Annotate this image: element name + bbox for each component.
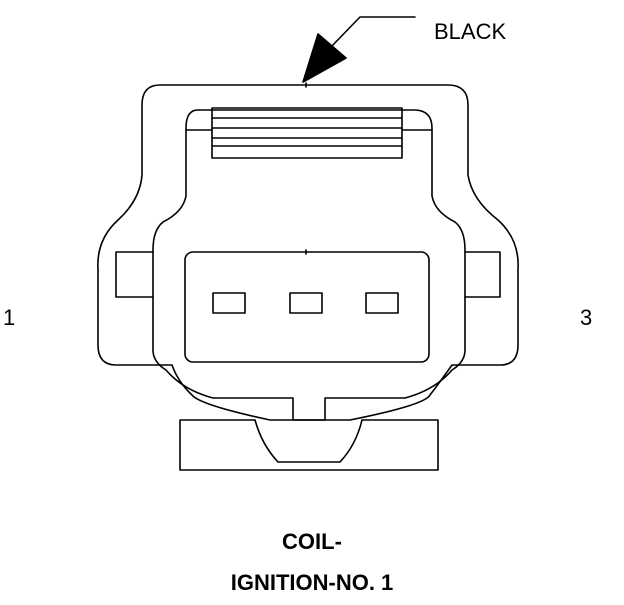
wire-color-label: BLACK — [434, 19, 507, 44]
terminal-pin-2 — [289, 292, 323, 314]
pin-number-right: 3 — [580, 305, 593, 330]
locking-latch — [185, 107, 433, 159]
left-ear — [115, 251, 154, 298]
bottom-key — [179, 419, 439, 471]
color-leader-arrow — [302, 16, 416, 83]
connector-inner-housing — [152, 109, 466, 421]
pin-number-left: 1 — [3, 305, 16, 330]
terminal-pin-1 — [212, 292, 246, 314]
right-ear — [464, 251, 501, 298]
connector-title-line2: IGNITION-NO. 1 — [230, 570, 394, 595]
pin-cavity-window — [184, 251, 430, 363]
connector-title-line1: COIL- — [282, 529, 342, 554]
connector-outer-housing — [97, 84, 519, 421]
terminal-pin-3 — [365, 292, 399, 314]
